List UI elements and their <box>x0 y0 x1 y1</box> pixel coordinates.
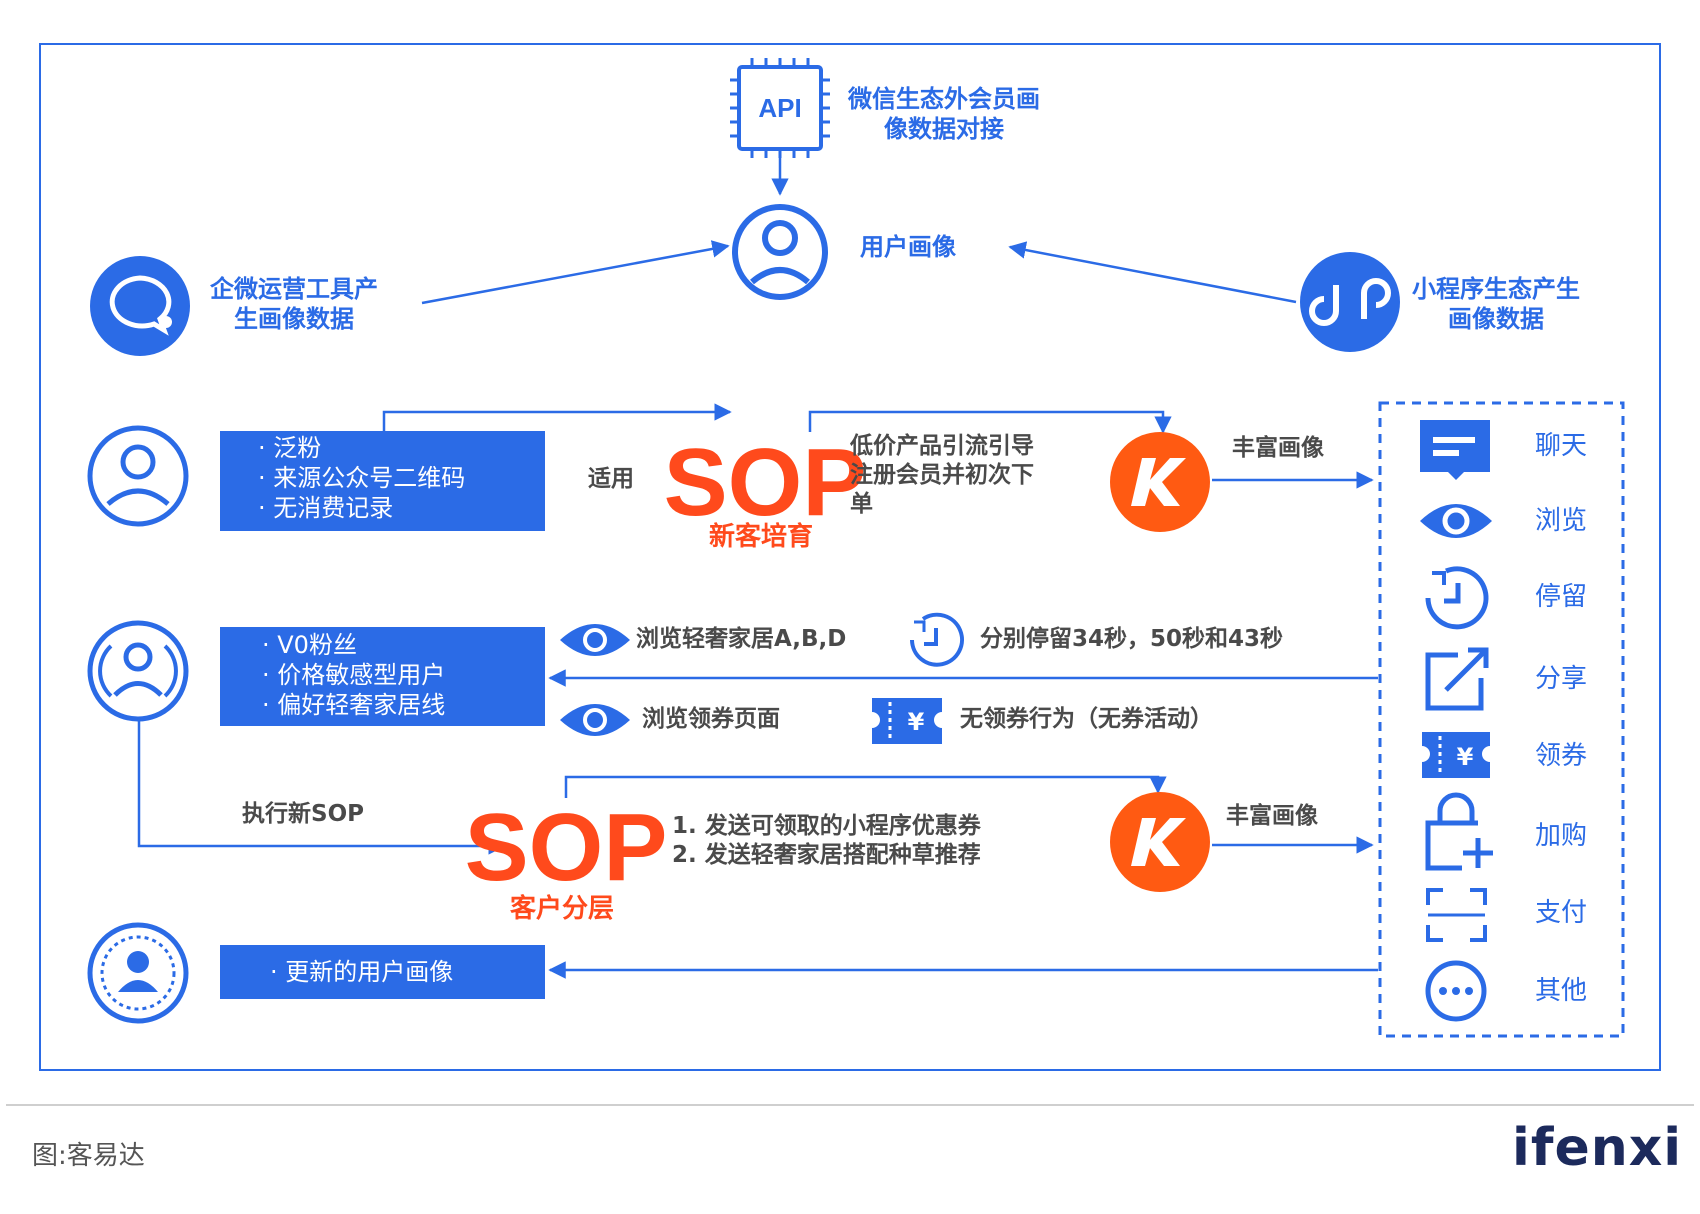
wecom-chat-icon <box>90 256 190 356</box>
segment-3-badge-icon <box>87 922 189 1024</box>
sop-1-caption: 新客培育 <box>709 522 814 552</box>
segment-2-box <box>220 627 545 726</box>
outer-frame <box>39 43 1661 1071</box>
legend-more-icon <box>1425 960 1487 1022</box>
legend-chat-message-icon <box>1420 420 1490 480</box>
api-chip-icon <box>730 58 830 158</box>
behavior-label-3: 浏览领券页面 <box>642 706 780 732</box>
segment-1-box-text: · 泛粉 · 来源公众号二维码 · 无消费记录 <box>258 434 466 522</box>
arrow-miniprogram-to-profile <box>1008 241 1297 304</box>
legend-label-chat: 聊天 <box>1535 431 1588 461</box>
miniprogram-node-label: 小程序生态产生 画像数据 <box>1412 275 1580 333</box>
behavior-coupon-symbol: ¥ <box>908 708 925 736</box>
legend-label-cart: 加购 <box>1535 821 1588 851</box>
legend-label-pay: 支付 <box>1535 898 1588 928</box>
api-node-label: 微信生态外会员画 像数据对接 <box>848 85 1040 143</box>
legend-coupon-icon <box>1422 732 1490 778</box>
behavior-label-2: 分别停留34秒，50秒和43秒 <box>980 626 1284 652</box>
sop-2-logo: SOP <box>465 794 668 901</box>
execute-label: 执行新SOP <box>242 801 364 827</box>
sop-1-logo: SOP <box>664 429 867 536</box>
miniprogram-link-icon <box>1300 252 1400 352</box>
behavior-eye-icon-1 <box>560 624 630 656</box>
k-logo-icon <box>1110 432 1210 532</box>
enrich-1-label: 丰富画像 <box>1232 435 1324 461</box>
legend-share-icon <box>1425 647 1489 711</box>
legend-label-coupon: 领券 <box>1535 741 1588 771</box>
segment-2-box-text: · V0粉丝 · 价格敏感型用户 · 偏好轻奢家居线 <box>262 631 446 719</box>
arrow-wecom-to-profile <box>421 240 730 305</box>
brand-logo: ifenxi <box>1512 1118 1683 1178</box>
apply-label: 适用 <box>588 466 634 492</box>
segment-3-box-text: · 更新的用户画像 <box>270 958 454 986</box>
legend-label-browse: 浏览 <box>1535 506 1588 536</box>
behavior-label-4: 无领券行为（无券活动） <box>960 706 1213 732</box>
sop-1-action: 低价产品引流引导 注册会员并初次下 单 <box>850 433 1034 517</box>
user-profile-label: 用户画像 <box>860 233 956 261</box>
segment-1-user-icon <box>87 425 189 527</box>
wecom-node-label: 企微运营工具产 生画像数据 <box>210 275 378 333</box>
segment-2-user-icon <box>87 620 189 722</box>
arrow-execute-new-sop <box>137 718 506 855</box>
arrow-sop1-to-k1 <box>808 410 1172 434</box>
legend-scan-pay-icon <box>1426 888 1487 942</box>
arrow-segment1-to-sop1 <box>382 403 732 431</box>
legend-label-stay: 停留 <box>1535 582 1588 612</box>
segment-1-box <box>220 431 545 531</box>
legend-label-share: 分享 <box>1535 664 1588 694</box>
behavior-coupon-icon <box>872 698 942 744</box>
behavior-eye-icon-2 <box>560 704 630 736</box>
segment-3-box <box>220 945 545 999</box>
user-avatar-icon <box>732 204 828 300</box>
legend-clock-icon <box>1425 566 1489 630</box>
source-caption: 图:客易达 <box>32 1141 145 1171</box>
legend-panel <box>1378 401 1625 1038</box>
k-logo-icon <box>1110 792 1210 892</box>
sop-2-action: 1. 发送可领取的小程序优惠券 2. 发送轻奢家居搭配种草推荐 <box>672 813 981 868</box>
behavior-label-1: 浏览轻奢家居A,B,D <box>636 626 847 652</box>
legend-eye-icon <box>1420 504 1492 538</box>
sop-2-caption: 客户分层 <box>510 894 615 924</box>
legend-label-other: 其他 <box>1535 976 1588 1006</box>
behavior-clock-icon <box>910 612 964 667</box>
legend-cart-add-icon <box>1425 792 1493 871</box>
enrich-2-label: 丰富画像 <box>1226 803 1318 829</box>
api-chip-badge: API <box>758 93 801 123</box>
arrow-sop2-to-k2 <box>564 775 1167 798</box>
legend-coupon-symbol: ¥ <box>1457 743 1474 771</box>
